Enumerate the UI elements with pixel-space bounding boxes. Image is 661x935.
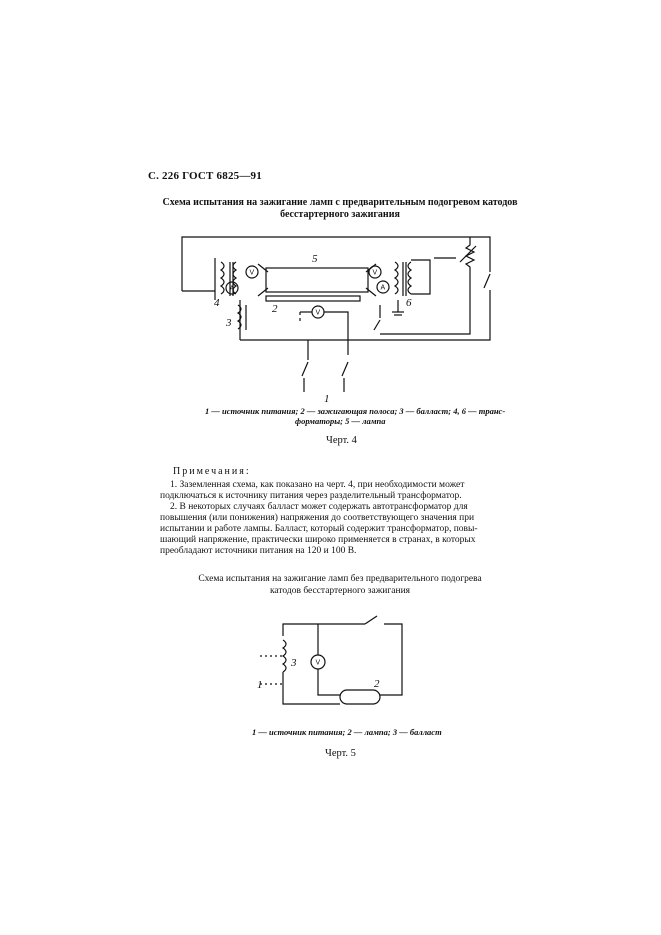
page-header: С. 226 ГОСТ 6825—91 [148, 170, 262, 182]
fig4-transformer6-coil [393, 261, 399, 295]
fig4-meter-a-left: A [230, 286, 235, 293]
fig4-lamp5 [265, 267, 369, 293]
fig4-transformer4-coil [232, 261, 238, 295]
fig5-ballast-coil [281, 639, 287, 673]
fig5-wire-top [282, 623, 365, 636]
fig4-ammeter-left [225, 281, 239, 295]
fig4-source-switch [301, 361, 309, 377]
fig5-wire-right [380, 623, 403, 696]
fig4-meter-a-right: A [381, 285, 386, 292]
fig4-label-5: 5 [312, 253, 318, 265]
fig4-meter-v-right: V [373, 270, 378, 277]
fig4-wire [411, 259, 431, 295]
fig4-resistor [464, 237, 476, 275]
fig4-source-switch [341, 361, 349, 377]
fig4-voltmeter-left [245, 265, 259, 279]
fig4-switch [483, 273, 491, 289]
notes-block: 1. Заземленная схема, как показано на че… [160, 480, 520, 557]
fig5-label-2: 2 [374, 678, 380, 690]
fig4-ballast3-coil [236, 304, 242, 330]
fig4-wire [380, 275, 471, 335]
fig4-voltmeter-right [368, 265, 382, 279]
figure4-legend-line1: 1 — источник питания; 2 — зажигающая пол… [205, 406, 506, 416]
note2-line5: преобладают источники питания на 120 и 1… [160, 546, 357, 556]
fig5-wire [317, 669, 340, 696]
figure4-labels: 5 2 4 3 6 1 V A V A V [214, 253, 412, 405]
figure4-legend: 1 — источник питания; 2 — зажигающая пол… [205, 406, 535, 426]
fig5-label-3: 3 [290, 657, 297, 669]
fig4-label-1: 1 [324, 393, 330, 405]
figure5-labels: 3 2 1 V [257, 657, 380, 691]
fig5-switch [364, 615, 378, 625]
fig4-wire [324, 311, 349, 355]
fig4-meter-v-bottom: V [316, 310, 321, 317]
fig4-label-6: 6 [406, 297, 412, 309]
note2-line2: повышения (или понижения) напряжения до … [160, 513, 475, 523]
fig4-wire-top [181, 236, 470, 291]
fig5-meter-v: V [316, 660, 321, 667]
note1-line1: 1. Заземленная схема, как показано на че… [170, 480, 465, 490]
figure4-caption: Черт. 4 [326, 435, 357, 446]
fig4-transformer4-coil [219, 261, 225, 295]
fig4-lamp-pin [257, 263, 269, 273]
figure4-title-line1: Схема испытания на зажигание ламп с пред… [162, 197, 518, 208]
fig5-lamp [339, 689, 381, 705]
notes-heading: Примечания: [173, 466, 251, 477]
figure5-legend: 1 — источник питания; 2 — лампа; 3 — бал… [252, 727, 442, 737]
figure5-caption: Черт. 5 [325, 748, 356, 759]
fig4-ammeter-right [376, 280, 390, 294]
fig4-lamp-pin [365, 287, 377, 297]
fig4-label-2: 2 [272, 303, 278, 315]
fig4-wire-bottom [240, 290, 491, 341]
fig4-switch [373, 319, 381, 331]
note1-line2: подключаться к источнику питания через р… [160, 491, 462, 501]
fig5-label-1: 1 [257, 679, 263, 691]
figure4-title: Схема испытания на зажигание ламп с пред… [150, 197, 530, 221]
fig4-label-3: 3 [225, 317, 232, 329]
fig4-resistor-arrow [459, 245, 477, 263]
fig4-wire [470, 236, 491, 272]
note2-line4: шающий напряжение, практически широко пр… [160, 535, 476, 545]
figure5-title-line1: Схема испытания на зажигание ламп без пр… [198, 574, 482, 584]
figure4-legend-line2: форматоры; 5 — лампа [295, 416, 386, 426]
figure5-title: Схема испытания на зажигание ламп без пр… [160, 573, 520, 597]
figure5-title-line2: катодов бесстартерного зажигания [269, 586, 411, 596]
figure4-title-line2: бесстартерного зажигания [280, 209, 400, 220]
fig4-ignition-strip [265, 295, 361, 302]
figure5-diagram [260, 615, 403, 705]
fig4-meter-v-left: V [250, 270, 255, 277]
note2-line3: испытании и работе лампы. Балласт, котор… [160, 524, 478, 534]
fig5-wire-bottom [282, 672, 340, 705]
figure4-diagram [181, 236, 491, 392]
fig4-transformer6-coil [407, 261, 413, 295]
note2-line1: 2. В некоторых случаях балласт может сод… [170, 502, 468, 512]
fig4-label-4: 4 [214, 297, 220, 309]
fig4-lamp-pin [257, 287, 269, 297]
